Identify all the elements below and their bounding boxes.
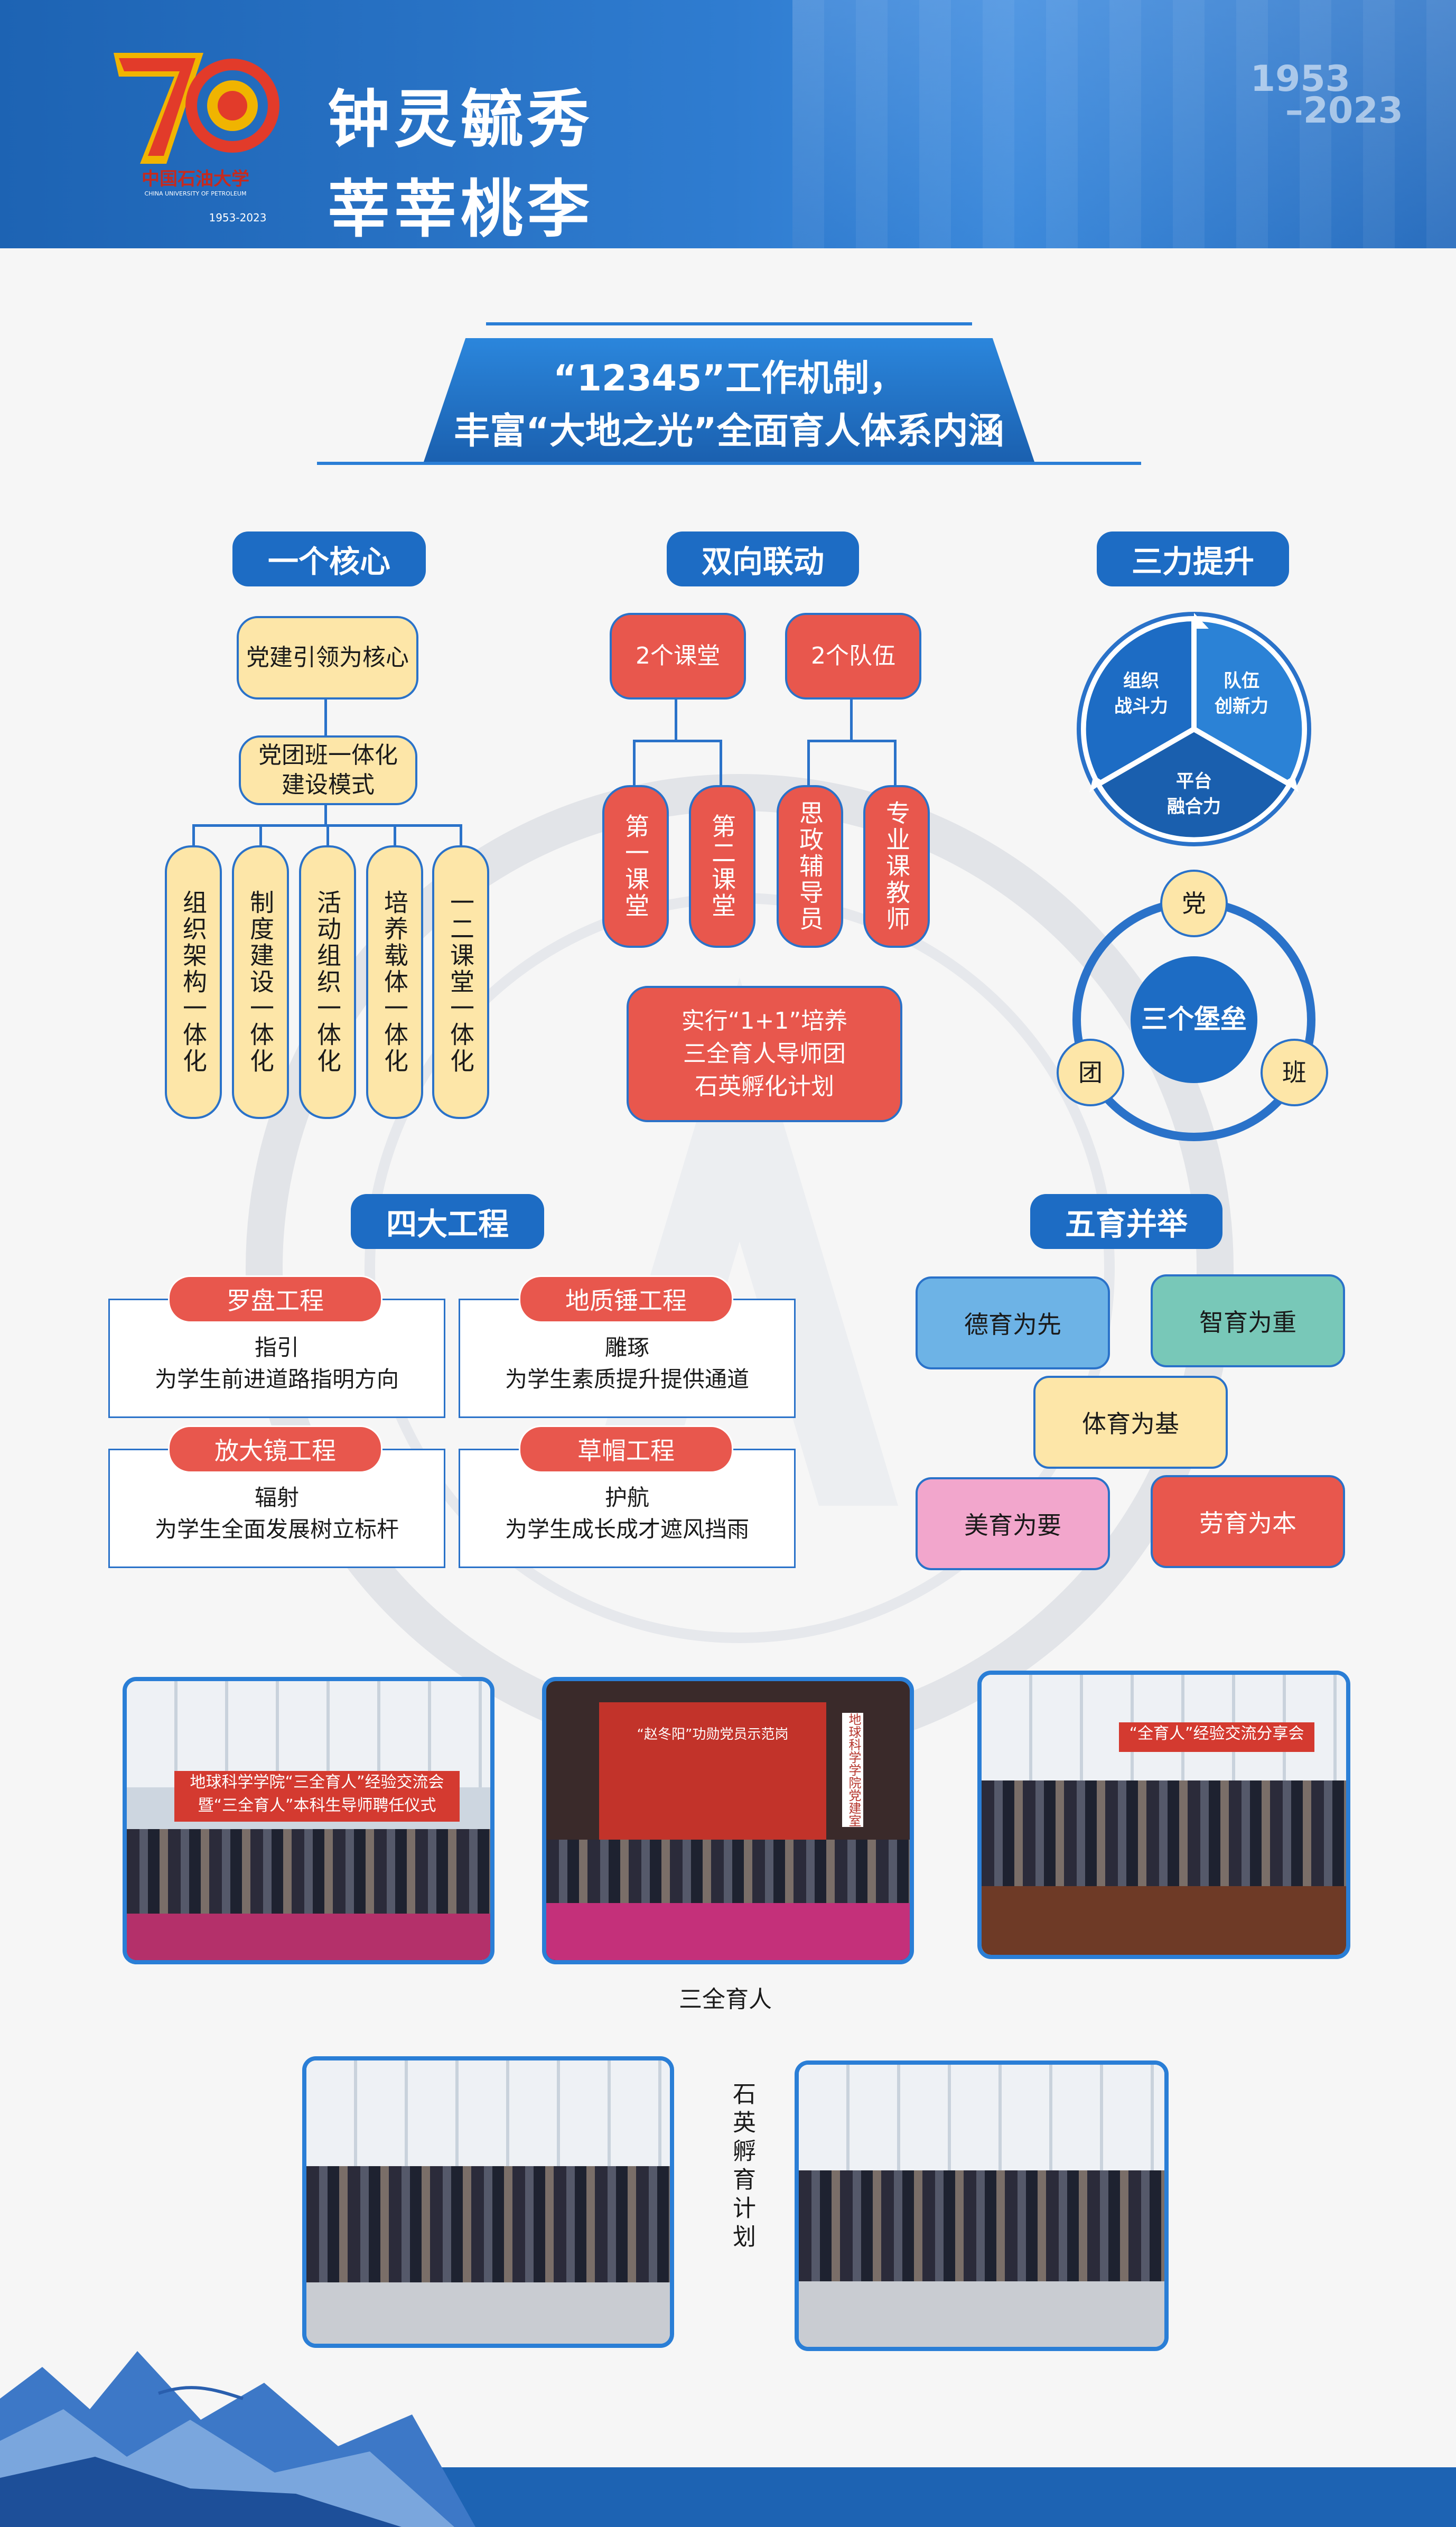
mechanism-banner: “12345”工作机制， 丰富“大地之光”全面育人体系内涵	[317, 322, 1141, 465]
four-item-2-line2: 为学生素质提升提供通道	[505, 1366, 749, 1392]
connector	[460, 824, 462, 845]
year-end: –2023	[1285, 90, 1403, 132]
three-seg1-line2: 战斗力	[1114, 696, 1168, 717]
logo-years: 1953-2023	[209, 211, 267, 224]
linkage-item-3: 思政辅导员	[777, 785, 843, 948]
logo-text: 中国石油大学	[142, 169, 249, 190]
photo-party-meeting: “赵冬阳”功勋党员示范岗 地球科学学院党建室	[542, 1677, 914, 1964]
four-item-2-tag: 地质锤工程	[519, 1275, 733, 1323]
five-item-intellectual: 智育为重	[1151, 1274, 1345, 1367]
banner-bottom-line	[317, 462, 1141, 465]
linkage-classroom-box: 2个课堂	[610, 613, 746, 700]
linkage-item-2: 第二课堂	[689, 785, 755, 948]
three-seg2-line2: 创新力	[1214, 696, 1268, 717]
four-item-1-tag: 罗盘工程	[168, 1275, 382, 1323]
connector	[894, 740, 897, 785]
slogan-line-1: 钟灵毓秀	[328, 83, 594, 156]
connector	[259, 824, 262, 845]
connector	[633, 740, 636, 785]
linkage-item-1: 第一课堂	[602, 785, 669, 948]
fortress-league: 团	[1078, 1058, 1103, 1087]
three-seg3-line1: 平台	[1176, 771, 1212, 792]
linkage-bottom-box: 实行“1+1”培养 三全育人导师团 石英孵化计划	[627, 986, 902, 1122]
year-start: 1953	[1250, 58, 1350, 100]
linkage-team-box: 2个队伍	[785, 613, 921, 700]
anniversary-logo-icon: 中国石油大学 CHINA UNIVERSITY OF PETROLEUM	[114, 53, 279, 197]
connector	[633, 740, 721, 742]
connector	[807, 740, 810, 785]
banner-top-line	[486, 322, 972, 325]
three-seg2-line1: 队伍	[1224, 670, 1259, 692]
mountain-footer	[0, 2351, 1456, 2527]
core-title: 一个核心	[232, 531, 426, 586]
slogan-line-2: 莘莘桃李	[328, 173, 594, 246]
core-item-4: 培养载体一体化	[366, 845, 423, 1119]
three-powers-ring: 组织 战斗力 队伍 创新力 平台 融合力	[1077, 612, 1311, 846]
four-item-3-line2: 为学生全面发展树立标杆	[154, 1516, 399, 1542]
four-item-1-line2: 为学生前进道路指明方向	[154, 1366, 399, 1392]
five-item-labor: 劳育为本	[1151, 1475, 1345, 1568]
fortress-center: 三个堡垒	[1141, 1004, 1247, 1034]
linkage-bottom-line-2: 三全育人导师团	[683, 1040, 846, 1067]
four-item-4-line1: 护航	[604, 1485, 649, 1510]
five-item-aesthetic: 美育为要	[916, 1477, 1110, 1570]
linkage-bottom-line-3: 石英孵化计划	[695, 1073, 834, 1100]
fortress-class: 班	[1282, 1058, 1306, 1087]
connector	[324, 803, 327, 825]
photo2-screen-text: “赵冬阳”功勋党员示范岗	[637, 1727, 789, 1742]
connector	[326, 824, 329, 845]
photo-lecture-hall-2	[795, 2060, 1169, 2351]
photos-caption-three-all: 三全育人	[679, 1986, 772, 2013]
connector	[192, 824, 195, 845]
photo-exchange-meeting: “全育人”经验交流分享会	[977, 1671, 1350, 1959]
core-item-2: 制度建设一体化	[232, 845, 289, 1119]
five-item-physical: 体育为基	[1033, 1376, 1228, 1469]
three-seg3-line2: 融合力	[1167, 796, 1221, 817]
four-item-4-tag: 草帽工程	[519, 1425, 733, 1473]
page-header: 中国石油大学 CHINA UNIVERSITY OF PETROLEUM 195…	[0, 0, 1456, 248]
photo-mentor-ceremony: 地球科学学院“三全育人”经验交流会暨“三全育人”本科生导师聘任仪式	[123, 1677, 494, 1964]
four-item-2-line1: 雕琢	[604, 1335, 649, 1360]
photo-lecture-hall-1	[302, 2056, 674, 2348]
photo2-wall-text: 地球科学学院党建室	[842, 1713, 863, 1827]
photo3-banner: “全育人”经验交流分享会	[1119, 1722, 1314, 1752]
logo-subtext: CHINA UNIVERSITY OF PETROLEUM	[145, 190, 247, 197]
three-fortress-diagram: 三个堡垒 党 团 班	[1057, 870, 1328, 1141]
photo1-banner: 地球科学学院“三全育人”经验交流会暨“三全育人”本科生导师聘任仪式	[174, 1771, 460, 1822]
five-item-moral: 德育为先	[916, 1276, 1110, 1369]
three-title: 三力提升	[1097, 531, 1289, 586]
four-item-3-line1: 辐射	[254, 1485, 299, 1510]
three-seg1-line1: 组织	[1123, 670, 1159, 692]
connector	[720, 740, 722, 785]
building-background	[792, 0, 1456, 248]
connector	[394, 824, 396, 845]
linkage-bottom-line-1: 实行“1+1”培养	[681, 1008, 848, 1034]
five-title: 五育并举	[1030, 1194, 1222, 1249]
core-item-5: 一二课堂一体化	[432, 845, 489, 1119]
banner-line-2: 丰富“大地之光”全面育人体系内涵	[454, 411, 1004, 452]
linkage-item-4: 专业课教师	[863, 785, 930, 948]
connector	[807, 740, 895, 742]
banner-trapezoid	[423, 338, 1035, 465]
fortress-party: 党	[1182, 889, 1206, 918]
four-item-1-line1: 指引	[254, 1335, 299, 1360]
connector	[675, 697, 677, 741]
core-item-3: 活动组织一体化	[299, 845, 356, 1119]
core-top-box: 党建引领为核心	[237, 616, 418, 700]
four-item-4-line2: 为学生成长成才遮风挡雨	[505, 1516, 749, 1542]
four-item-3-tag: 放大镜工程	[168, 1425, 382, 1473]
connector	[324, 697, 327, 735]
photos-caption-quartz: 石英孵育计划	[729, 2082, 755, 2253]
core-middle-box: 党团班一体化 建设模式	[239, 735, 417, 805]
banner-line-1: “12345”工作机制，	[553, 358, 905, 399]
linkage-title: 双向联动	[667, 531, 859, 586]
connector	[850, 697, 853, 741]
core-item-1: 组织架构一体化	[165, 845, 222, 1119]
four-title: 四大工程	[351, 1194, 544, 1249]
